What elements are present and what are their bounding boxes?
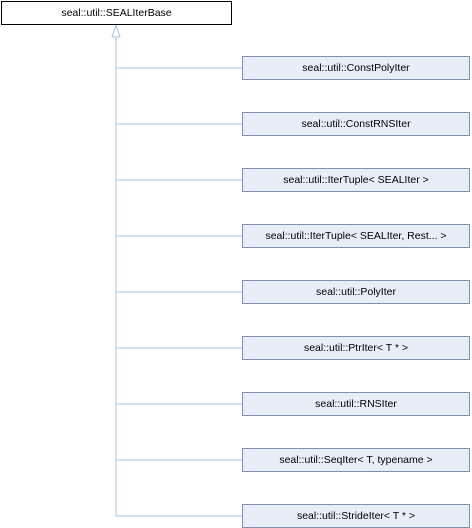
- class-node-iter-tuple-variadic[interactable]: seal::util::IterTuple< SEALIter, Rest...…: [242, 224, 470, 248]
- class-node-seq-iter[interactable]: seal::util::SeqIter< T, typename >: [242, 448, 470, 472]
- class-label: seal::util::IterTuple< SEALIter >: [283, 174, 429, 186]
- class-node-ptr-iter[interactable]: seal::util::PtrIter< T * >: [242, 336, 470, 360]
- class-label: seal::util::SeqIter< T, typename >: [279, 454, 433, 466]
- class-label: seal::util::ConstRNSIter: [301, 118, 411, 130]
- arrowhead-icon: [111, 23, 121, 38]
- base-class-node[interactable]: seal::util::SEALIterBase: [1, 1, 232, 25]
- class-node-stride-iter[interactable]: seal::util::StrideIter< T * >: [242, 504, 470, 528]
- class-label: seal::util::PolyIter: [316, 286, 396, 298]
- class-node-const-rns-iter[interactable]: seal::util::ConstRNSIter: [242, 112, 470, 136]
- class-label: seal::util::IterTuple< SEALIter, Rest...…: [265, 230, 447, 242]
- class-node-const-poly-iter[interactable]: seal::util::ConstPolyIter: [242, 56, 470, 80]
- class-label: seal::util::RNSIter: [315, 398, 397, 410]
- class-label: seal::util::PtrIter< T * >: [303, 342, 409, 354]
- class-node-iter-tuple-single[interactable]: seal::util::IterTuple< SEALIter >: [242, 168, 470, 192]
- class-node-rns-iter[interactable]: seal::util::RNSIter: [242, 392, 470, 416]
- class-label: seal::util::StrideIter< T * >: [296, 510, 416, 522]
- class-node-poly-iter[interactable]: seal::util::PolyIter: [242, 280, 470, 304]
- base-class-label: seal::util::SEALIterBase: [61, 7, 172, 19]
- class-label: seal::util::ConstPolyIter: [302, 62, 410, 74]
- branch-lines: [116, 67, 242, 517]
